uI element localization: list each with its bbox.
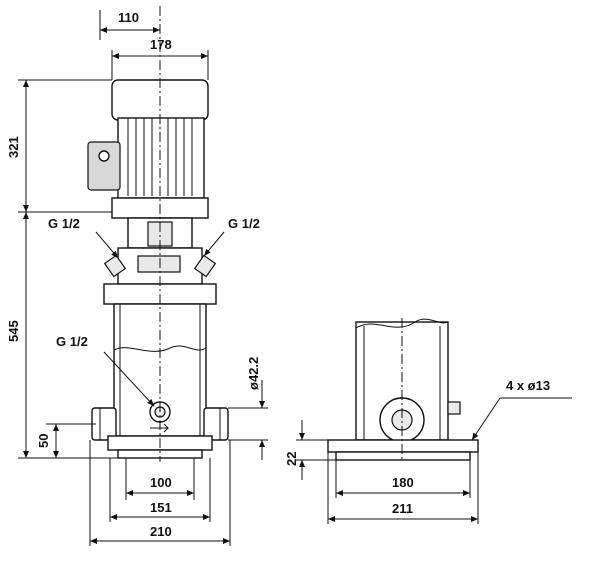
side-plug: [447, 401, 461, 415]
label-port-drain: G 1/2: [56, 334, 88, 349]
dim-151: 151: [150, 500, 172, 515]
front-view: [87, 6, 229, 462]
label-holes: 4 x ø13: [506, 378, 550, 393]
dim-100: 100: [150, 475, 172, 490]
side-base: [327, 439, 479, 453]
dim-50: 50: [36, 434, 51, 448]
dim-110: 110: [118, 10, 139, 25]
dim-211: 211: [392, 501, 413, 516]
vent-plug-right: [193, 254, 217, 278]
motor-body: [117, 117, 205, 199]
dim-diameter: ø42.2: [246, 357, 261, 390]
dim-178: 178: [150, 37, 172, 52]
terminal-box: [87, 141, 121, 191]
outlet-flange: [203, 407, 229, 441]
vent-plug-left: [103, 254, 127, 278]
dim-180: 180: [392, 475, 414, 490]
side-view: [327, 318, 479, 462]
label-port-right: G 1/2: [228, 216, 260, 231]
dim-22: 22: [284, 452, 299, 466]
label-port-left: G 1/2: [48, 216, 80, 231]
dimension-lines: [18, 10, 572, 546]
dim-545: 545: [6, 320, 21, 342]
dim-321: 321: [6, 136, 21, 158]
dim-210: 210: [150, 524, 172, 539]
motor-fins: [127, 118, 193, 196]
